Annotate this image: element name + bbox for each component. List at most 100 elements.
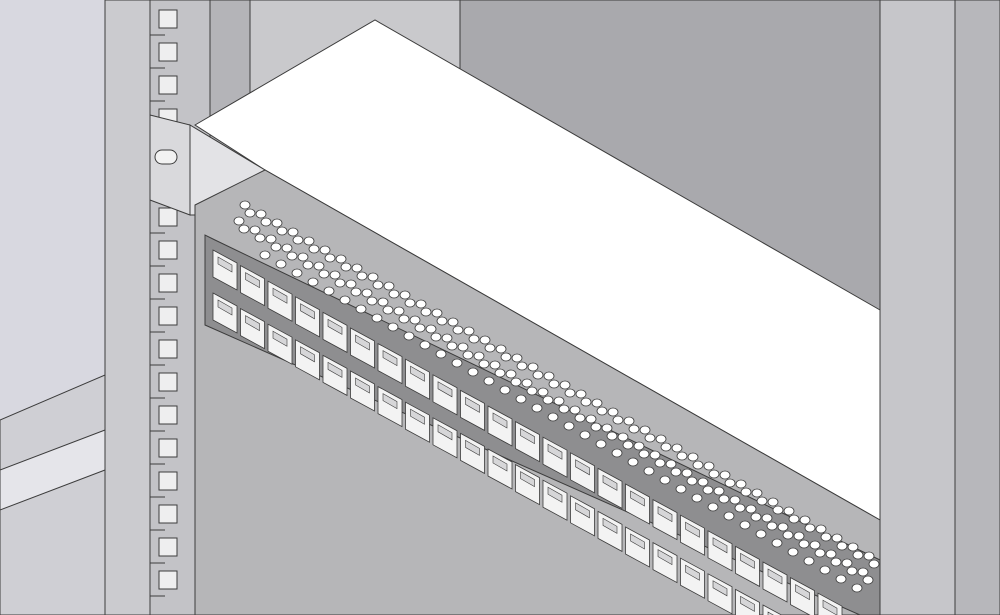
ethernet-port — [432, 417, 458, 459]
ethernet-port — [515, 420, 540, 463]
vent-hole — [244, 208, 256, 218]
vent-hole — [526, 386, 538, 396]
vent-hole — [793, 531, 805, 541]
vent-hole — [739, 520, 751, 530]
vent-hole — [292, 235, 304, 245]
vent-hole — [815, 524, 827, 534]
vent-hole — [239, 200, 251, 210]
vent-hole — [372, 280, 384, 290]
vent-hole — [393, 306, 405, 316]
vent-hole — [723, 511, 735, 521]
port-latch — [437, 381, 453, 398]
vent-hole — [350, 287, 362, 297]
ethernet-port — [680, 514, 705, 556]
vent-hole — [798, 539, 810, 549]
ethernet-port — [212, 292, 238, 334]
vent-hole — [665, 459, 677, 469]
vent-hole — [259, 250, 271, 260]
ethernet-port — [735, 545, 760, 588]
vent-hole — [484, 343, 496, 353]
ethernet-port — [625, 483, 650, 525]
vent-hole — [675, 484, 687, 494]
vent-hole — [836, 541, 848, 551]
vent-hole — [307, 277, 319, 287]
vent-hole — [852, 550, 864, 560]
vent-hole — [611, 448, 623, 458]
vent-hole — [537, 387, 549, 397]
vent-hole — [287, 227, 299, 237]
vent-hole — [516, 361, 528, 371]
vent-hole — [324, 253, 336, 263]
port-latch — [355, 334, 370, 351]
ethernet-port — [267, 323, 293, 365]
vent-hole — [339, 295, 351, 305]
vent-hole — [446, 341, 458, 351]
port-latch — [795, 584, 810, 601]
vent-hole — [804, 523, 816, 533]
port-latch — [547, 486, 563, 503]
vent-hole — [687, 452, 699, 462]
port-latch — [520, 428, 535, 445]
vent-hole — [756, 496, 768, 506]
vent-hole — [654, 458, 666, 468]
vent-hole — [857, 567, 869, 577]
vent-hole — [276, 226, 288, 236]
port-latch — [575, 459, 590, 476]
vent-hole — [398, 314, 410, 324]
vent-hole — [719, 470, 731, 480]
vent-hole — [681, 468, 693, 478]
ethernet-port — [240, 264, 265, 307]
vent-hole — [782, 530, 794, 540]
vent-hole — [238, 224, 250, 234]
ethernet-port — [542, 436, 568, 478]
vent-hole — [335, 254, 347, 264]
vent-hole — [388, 289, 400, 299]
vent-hole — [356, 271, 368, 281]
vent-hole — [783, 506, 795, 516]
ethernet-port — [542, 479, 568, 521]
vent-hole — [483, 376, 495, 386]
port-latch — [217, 299, 233, 316]
vent-hole — [319, 245, 331, 255]
vent-hole — [532, 370, 544, 380]
vent-hole — [601, 423, 613, 433]
vent-hole — [308, 244, 320, 254]
vent-hole — [751, 488, 763, 498]
port-latch — [712, 580, 728, 597]
ethernet-port — [405, 358, 430, 400]
vent-hole — [499, 385, 511, 395]
vent-hole — [419, 340, 431, 350]
vent-hole — [617, 432, 629, 442]
ethernet-port — [707, 530, 733, 572]
vent-hole — [606, 431, 618, 441]
vent-hole — [286, 251, 298, 261]
port-latch — [520, 471, 535, 488]
vent-hole-grid — [233, 200, 880, 593]
vent-hole — [377, 297, 389, 307]
vent-hole — [495, 344, 507, 354]
vent-hole — [841, 558, 853, 568]
ethernet-port — [322, 311, 348, 354]
vent-hole — [409, 315, 421, 325]
vent-hole — [638, 449, 650, 459]
vent-hole — [649, 450, 661, 460]
vent-hole — [451, 358, 463, 368]
port-latch — [217, 256, 233, 273]
port-latch — [382, 350, 398, 367]
vent-hole — [660, 442, 672, 452]
vent-hole — [271, 218, 283, 228]
vent-hole — [569, 405, 581, 415]
vent-hole — [825, 549, 837, 559]
rail-slot — [158, 75, 178, 95]
vent-hole — [831, 533, 843, 543]
ethernet-port — [790, 576, 815, 615]
vent-hole — [563, 421, 575, 431]
vent-hole — [505, 369, 517, 379]
vent-hole — [463, 326, 475, 336]
port-latch — [465, 439, 480, 456]
vent-hole — [281, 243, 293, 253]
vent-hole — [371, 313, 383, 323]
vent-hole — [415, 299, 427, 309]
